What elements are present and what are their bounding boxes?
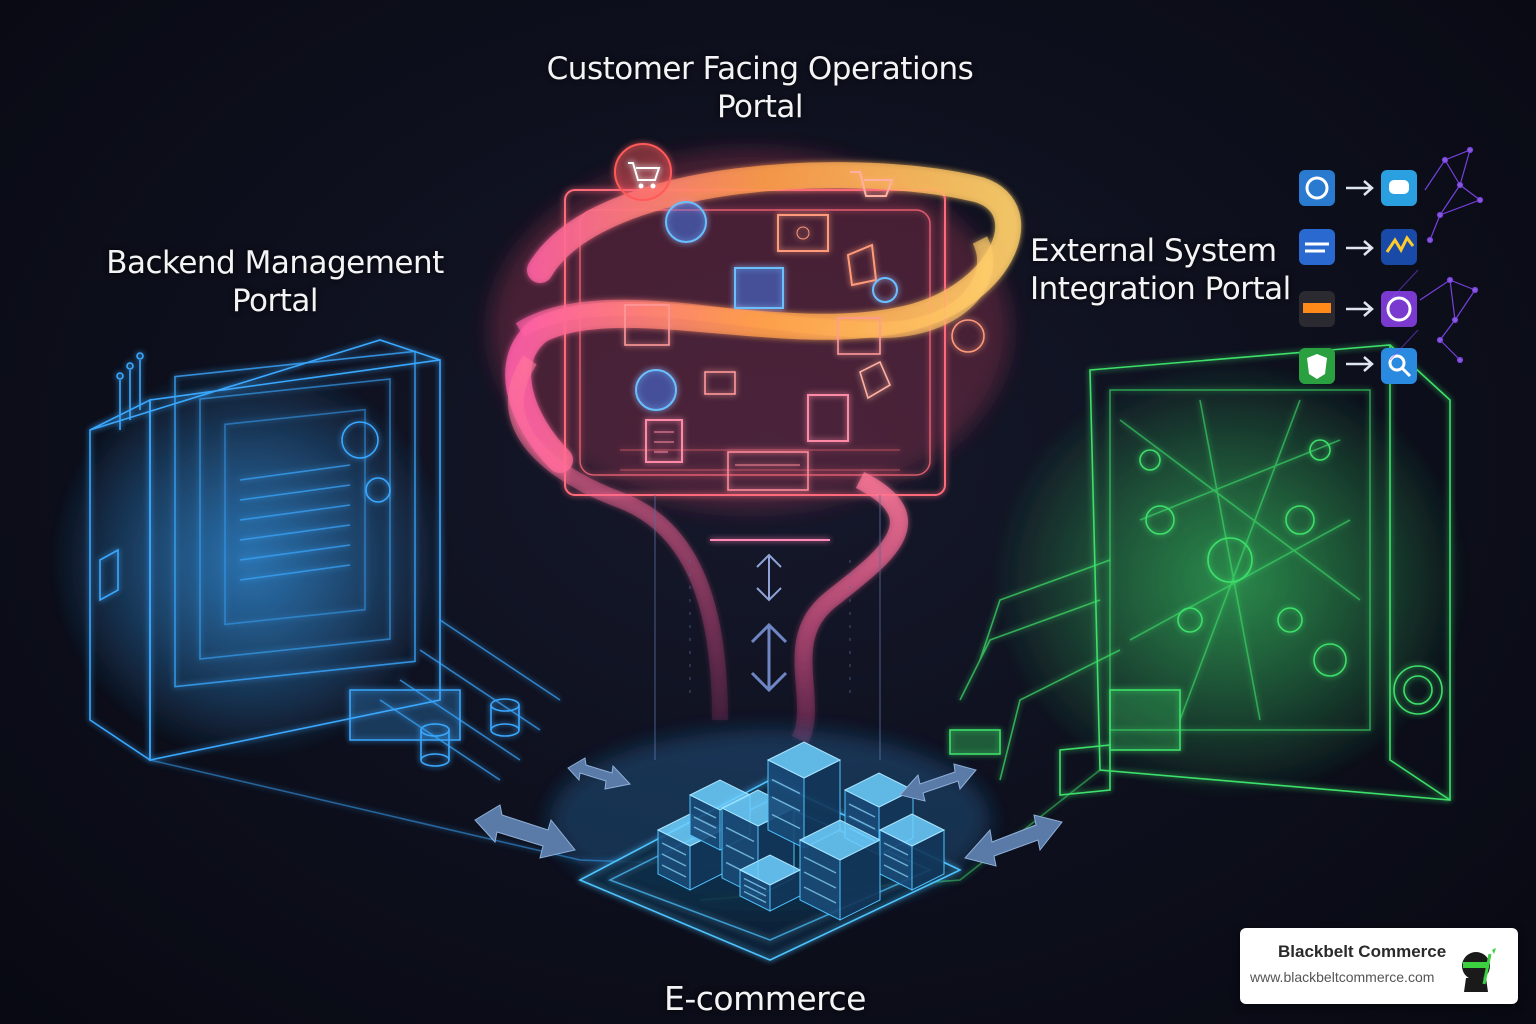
customer-portal-label-line2: Portal xyxy=(716,89,804,125)
vertical-connector xyxy=(654,495,881,760)
chat-bubble-icon xyxy=(1381,170,1417,206)
backend-core-arrows xyxy=(474,757,631,859)
wave-logo-icon xyxy=(1381,229,1417,265)
ecommerce-label: E-commerce xyxy=(664,979,866,1018)
customer-portal-label: Customer Facing Operations Portal xyxy=(500,50,1020,126)
brand-name: Blackbelt Commerce xyxy=(1278,942,1447,961)
external-portal-label-line2: Integration Portal xyxy=(1030,271,1291,307)
green-shield-logo-icon xyxy=(1299,348,1335,384)
arrow-icon xyxy=(1346,240,1374,256)
arrow-icon xyxy=(1346,356,1374,372)
server-cube xyxy=(878,813,946,891)
backend-portal-module xyxy=(50,339,861,871)
network-graph xyxy=(1389,146,1484,364)
customer-portal-module xyxy=(490,143,1022,745)
server-cube xyxy=(738,854,802,912)
search-logo-icon xyxy=(1381,348,1417,384)
brand-url[interactable]: www.blackbeltcommerce.com xyxy=(1250,969,1435,985)
phone-logo-icon xyxy=(1381,291,1417,327)
arrow-icon xyxy=(1346,180,1374,196)
ninja-logo-icon xyxy=(1462,948,1496,992)
external-portal-module xyxy=(699,344,1470,901)
server-stack xyxy=(656,741,946,921)
external-portal-label: External System Integration Portal xyxy=(1030,232,1300,308)
backend-portal-label: Backend Management Portal xyxy=(95,244,455,320)
external-portal-label-line1: External System xyxy=(1030,233,1277,269)
external-core-arrows xyxy=(899,763,1063,867)
square-logo-icon xyxy=(1299,170,1335,206)
backend-portal-label-line2: Portal xyxy=(231,283,319,319)
server-cube xyxy=(798,819,882,921)
orange-bar-logo-icon xyxy=(1299,291,1335,327)
text-logo-icon xyxy=(1299,229,1335,265)
backend-portal-label-line1: Backend Management xyxy=(106,245,444,281)
integration-icons xyxy=(1299,146,1484,384)
customer-portal-label-line1: Customer Facing Operations xyxy=(546,51,974,87)
brand-badge[interactable]: Blackbelt Commerce www.blackbeltcommerce… xyxy=(1240,928,1518,1004)
arrow-icon xyxy=(1346,301,1374,317)
